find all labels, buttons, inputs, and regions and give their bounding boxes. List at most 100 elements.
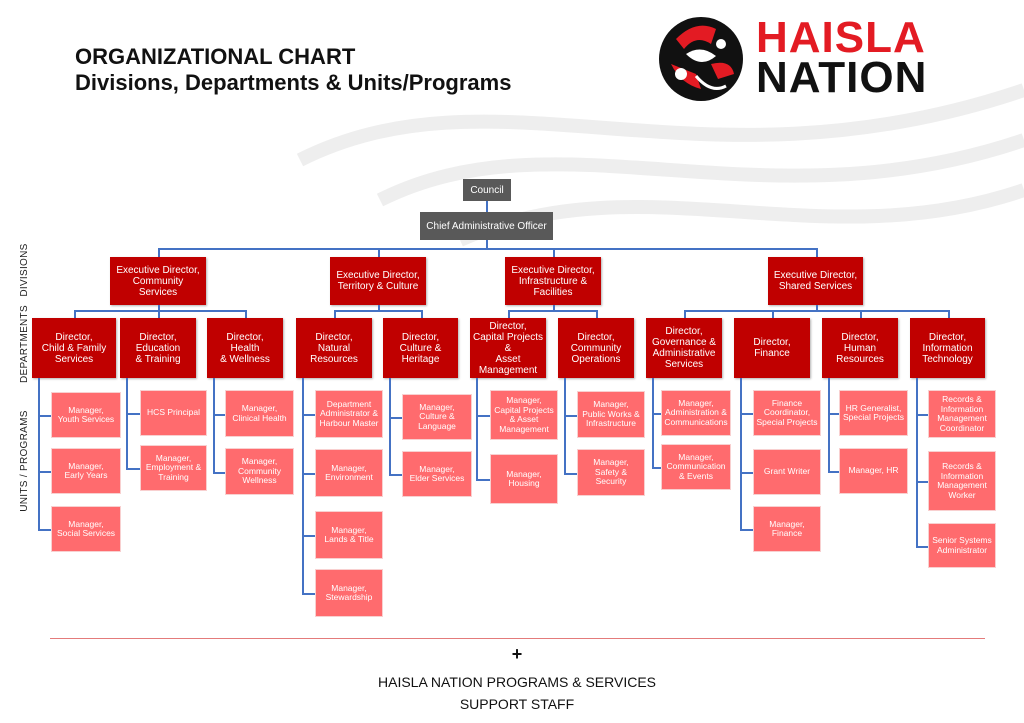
unit-connector xyxy=(38,415,51,417)
unit-box: Department Administrator & Harbour Maste… xyxy=(315,390,383,438)
connector-line xyxy=(245,311,247,318)
unit-connector xyxy=(476,479,490,481)
department-box: Director, Finance xyxy=(734,318,810,378)
side-label-departments: DEPARTMENTS xyxy=(19,305,30,383)
unit-connector xyxy=(652,413,661,415)
unit-box: Manager, Capital Projects & Asset Manage… xyxy=(490,390,558,440)
department-connector xyxy=(684,310,950,312)
unit-connector xyxy=(652,467,661,469)
unit-connector xyxy=(828,471,839,473)
unit-connector xyxy=(302,593,315,595)
division-box: Executive Director, Infrastructure & Fac… xyxy=(505,257,601,305)
connector-line xyxy=(158,305,160,310)
department-box: Director, Capital Projects & Asset Manag… xyxy=(470,318,546,378)
unit-box: Manager, Community Wellness xyxy=(225,448,294,495)
unit-connector xyxy=(564,414,577,417)
connector-line xyxy=(596,311,598,318)
connector-line xyxy=(420,311,423,318)
unit-box: Manager, Lands & Title xyxy=(315,511,383,559)
unit-connector xyxy=(740,378,742,530)
footer-line-1: HAISLA NATION PROGRAMS & SERVICES xyxy=(378,674,656,690)
unit-box: Manager, Stewardship xyxy=(315,569,383,617)
connector-line xyxy=(378,305,380,310)
unit-box: Manager, Administration & Communications xyxy=(661,390,731,436)
unit-connector xyxy=(38,529,51,531)
department-connector xyxy=(508,310,598,312)
logo-text-haisla: HAISLA xyxy=(756,13,926,62)
unit-connector xyxy=(38,378,40,530)
division-box: Executive Director, Shared Services xyxy=(768,257,863,305)
unit-box: Senior Systems Administrator xyxy=(928,523,996,568)
unit-box: Records & Information Management Coordin… xyxy=(928,390,996,438)
division-connector xyxy=(158,248,818,250)
cao-box: Chief Administrative Officer xyxy=(420,212,553,240)
footer-divider xyxy=(50,638,985,639)
department-box: Director, Culture & Heritage xyxy=(383,318,458,378)
department-box: Director, Natural Resources xyxy=(296,318,372,378)
unit-connector xyxy=(126,378,128,469)
unit-box: HCS Principal xyxy=(140,390,207,436)
unit-connector xyxy=(213,378,215,473)
logo-text-nation: NATION xyxy=(756,53,928,102)
department-box: Director, Child & Family Services xyxy=(32,318,116,378)
connector-line xyxy=(378,249,380,257)
unit-connector xyxy=(740,529,753,531)
connector-line xyxy=(553,305,555,310)
connector-line xyxy=(553,249,555,257)
unit-connector xyxy=(828,413,839,415)
connector-line xyxy=(815,249,818,257)
department-box: Director, Information Technology xyxy=(910,318,985,378)
department-box: Director, Community Operations xyxy=(558,318,634,378)
unit-connector xyxy=(564,378,566,474)
connector-line xyxy=(815,305,818,310)
unit-connector xyxy=(476,415,490,417)
title-line-1: ORGANIZATIONAL CHART xyxy=(75,44,356,69)
council-box: Council xyxy=(463,179,511,201)
unit-box: Manager, Communication & Events xyxy=(661,444,731,490)
unit-connector xyxy=(476,378,478,480)
unit-connector xyxy=(916,481,928,483)
connector-line xyxy=(334,311,336,318)
page-title: ORGANIZATIONAL CHART Divisions, Departme… xyxy=(75,44,511,96)
connector-line xyxy=(772,311,774,318)
unit-box: Manager, Culture & Language xyxy=(402,394,472,440)
unit-box: Manager, Safety & Security xyxy=(577,449,645,496)
unit-connector xyxy=(564,472,577,475)
unit-box: Manager, Housing xyxy=(490,454,558,504)
unit-connector xyxy=(389,378,391,475)
unit-box: Manager, HR xyxy=(839,448,908,494)
unit-box: HR Generalist, Special Projects xyxy=(839,390,908,436)
division-box: Executive Director, Community Services xyxy=(110,257,206,305)
unit-connector xyxy=(828,378,830,472)
unit-connector xyxy=(302,414,315,416)
connector-line xyxy=(158,249,160,257)
unit-connector xyxy=(302,378,304,594)
unit-connector xyxy=(916,414,928,416)
unit-connector xyxy=(302,473,315,475)
unit-connector xyxy=(916,378,918,547)
unit-connector xyxy=(389,474,402,476)
unit-box: Records & Information Management Worker xyxy=(928,451,996,511)
unit-connector xyxy=(740,472,753,474)
footer-line-2: SUPPORT STAFF xyxy=(459,696,575,712)
connector-line xyxy=(947,311,950,318)
connector-line xyxy=(486,201,488,212)
unit-connector xyxy=(389,417,402,419)
connector-line xyxy=(508,311,510,318)
unit-connector xyxy=(302,535,315,537)
department-box: Director, Human Resources xyxy=(822,318,898,378)
unit-box: Manager, Social Services xyxy=(51,506,121,552)
unit-box: Grant Writer xyxy=(753,449,821,495)
side-label-divisions: DIVISIONS xyxy=(19,243,30,297)
unit-box: Manager, Finance xyxy=(753,506,821,552)
connector-line xyxy=(860,311,862,318)
unit-connector xyxy=(126,413,140,415)
footer-plus: + xyxy=(511,644,523,664)
connector-line xyxy=(684,311,686,318)
department-box: Director, Health & Wellness xyxy=(207,318,283,378)
unit-box: Manager, Clinical Health xyxy=(225,390,294,437)
unit-box: Manager, Employment & Training xyxy=(140,445,207,491)
connector-line xyxy=(74,311,76,318)
unit-connector xyxy=(916,545,928,548)
logo-emblem-icon xyxy=(659,17,743,101)
